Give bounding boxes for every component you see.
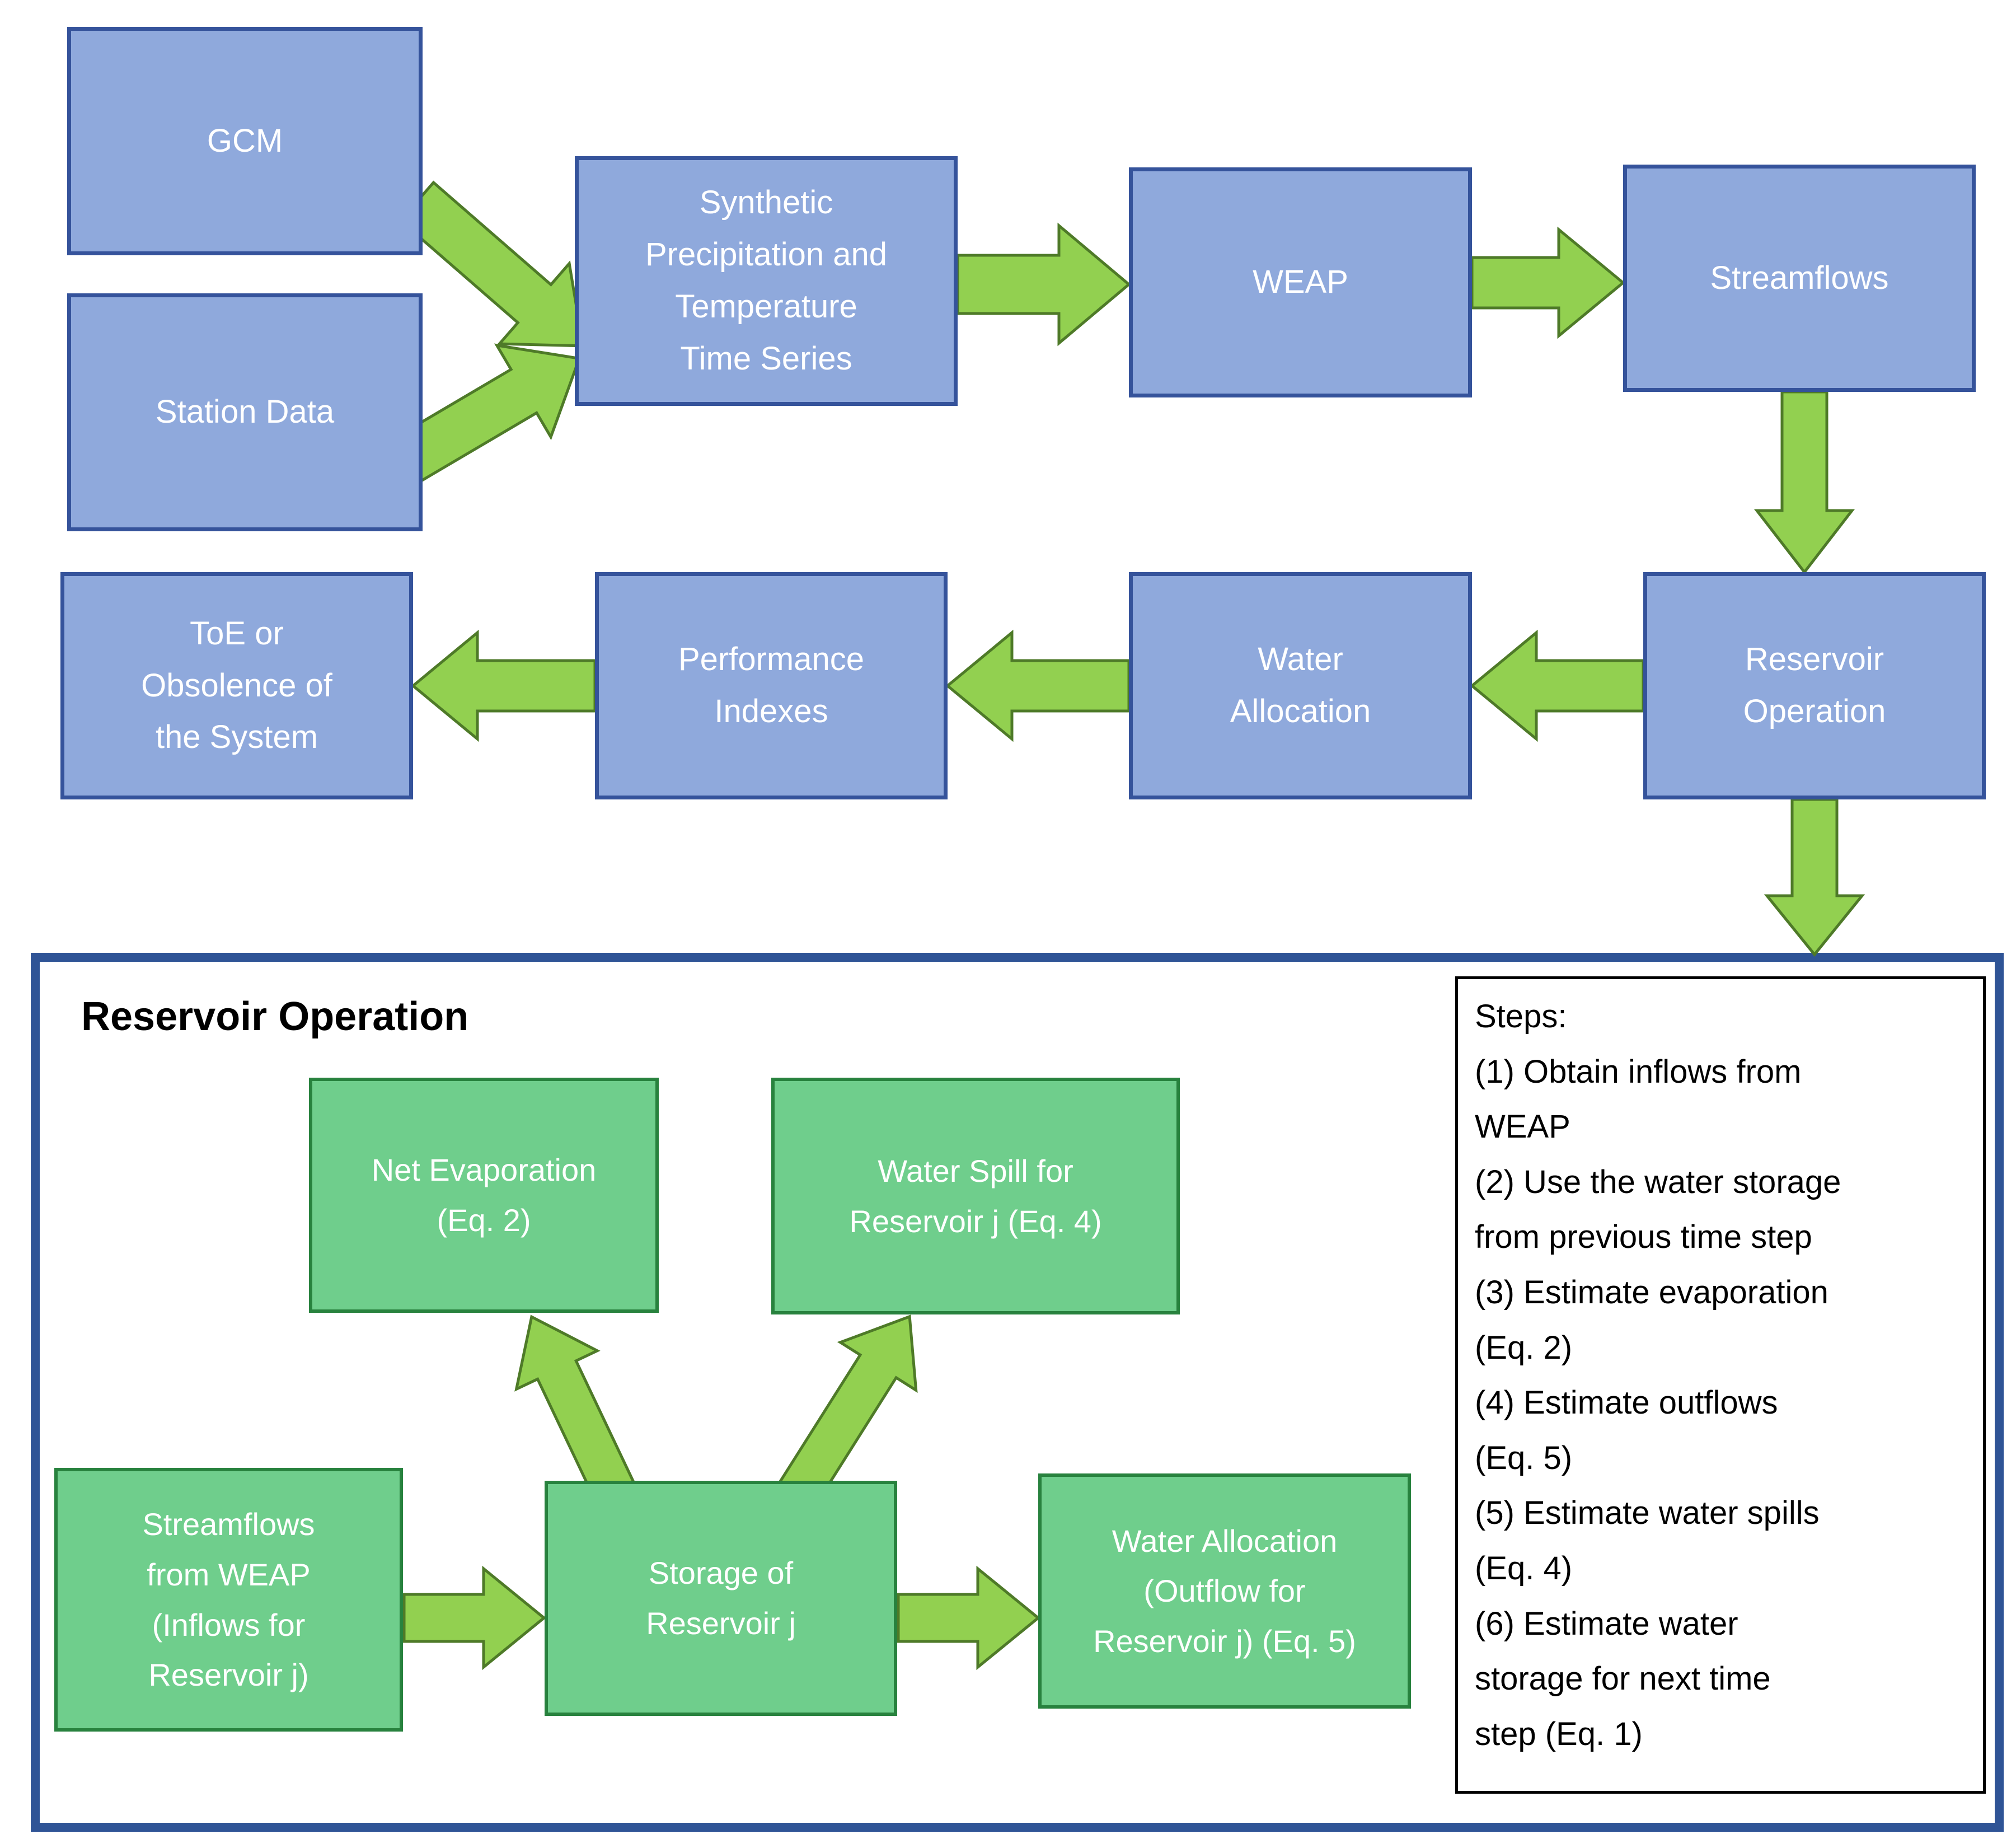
- storage-box: Storage of Reservoir j: [545, 1481, 897, 1716]
- arrow-storage-to-netevap: [514, 1314, 645, 1523]
- water-spill-box: Water Spill for Reservoir j (Eq. 4): [771, 1078, 1180, 1314]
- arrow-wateralloc-to-perf: [945, 629, 1131, 742]
- weap-box: WEAP: [1129, 167, 1472, 397]
- water-allocation-label: Water Allocation: [1230, 641, 1371, 729]
- streamflows-weap-label: Streamflows from WEAP (Inflows for Reser…: [142, 1507, 315, 1693]
- arrow-resop-to-wateralloc: [1470, 629, 1645, 742]
- arrow-perf-to-toe: [411, 629, 597, 742]
- arrow-storage-to-wateralloc-out: [897, 1565, 1040, 1671]
- reservoir-operation-label: Reservoir Operation: [1743, 641, 1886, 729]
- streamflows-label: Streamflows: [1710, 259, 1889, 296]
- performance-indexes-label: Performance Indexes: [678, 641, 865, 729]
- station-data-box: Station Data: [67, 293, 423, 531]
- gcm-label: GCM: [207, 122, 283, 159]
- performance-indexes-box: Performance Indexes: [595, 572, 948, 799]
- net-evaporation-label: Net Evaporation (Eq. 2): [371, 1152, 597, 1238]
- arrow-station-to-synthetic: [393, 343, 582, 483]
- reservoir-operation-panel: [31, 953, 2004, 1832]
- storage-label: Storage of Reservoir j: [646, 1555, 796, 1641]
- station-data-label: Station Data: [155, 394, 335, 431]
- streamflows-weap-box: Streamflows from WEAP (Inflows for Reser…: [54, 1468, 403, 1732]
- panel-title: Reservoir Operation: [81, 994, 469, 1039]
- toe-label: ToE or Obsolence of the System: [141, 615, 332, 756]
- arrow-streamflows-down: [1754, 390, 1855, 575]
- synthetic-label: Synthetic Precipitation and Temperature …: [645, 184, 888, 377]
- reservoir-operation-box: Reservoir Operation: [1643, 572, 1986, 799]
- water-allocation-box: Water Allocation: [1129, 572, 1472, 799]
- arrow-synthetic-to-weap: [956, 222, 1131, 347]
- streamflows-box: Streamflows: [1623, 165, 1976, 392]
- arrow-resop-down-to-panel: [1764, 798, 1865, 957]
- toe-box: ToE or Obsolence of the System: [60, 572, 413, 799]
- gcm-box: GCM: [67, 27, 423, 255]
- steps-box: Steps: (1) Obtain inflows from WEAP (2) …: [1455, 976, 1986, 1794]
- arrow-streamweap-to-storage: [402, 1565, 546, 1671]
- water-allocation-outflow-box: Water Allocation (Outflow for Reservoir …: [1038, 1473, 1411, 1709]
- weap-label: WEAP: [1253, 264, 1348, 301]
- arrow-weap-to-streamflows: [1470, 226, 1625, 339]
- water-spill-label: Water Spill for Reservoir j (Eq. 4): [849, 1153, 1102, 1239]
- net-evaporation-box: Net Evaporation (Eq. 2): [309, 1078, 659, 1313]
- synthetic-box: Synthetic Precipitation and Temperature …: [575, 156, 958, 406]
- water-allocation-outflow-label: Water Allocation (Outflow for Reservoir …: [1093, 1523, 1356, 1659]
- steps-text: Steps: (1) Obtain inflows from WEAP (2) …: [1475, 998, 1841, 1752]
